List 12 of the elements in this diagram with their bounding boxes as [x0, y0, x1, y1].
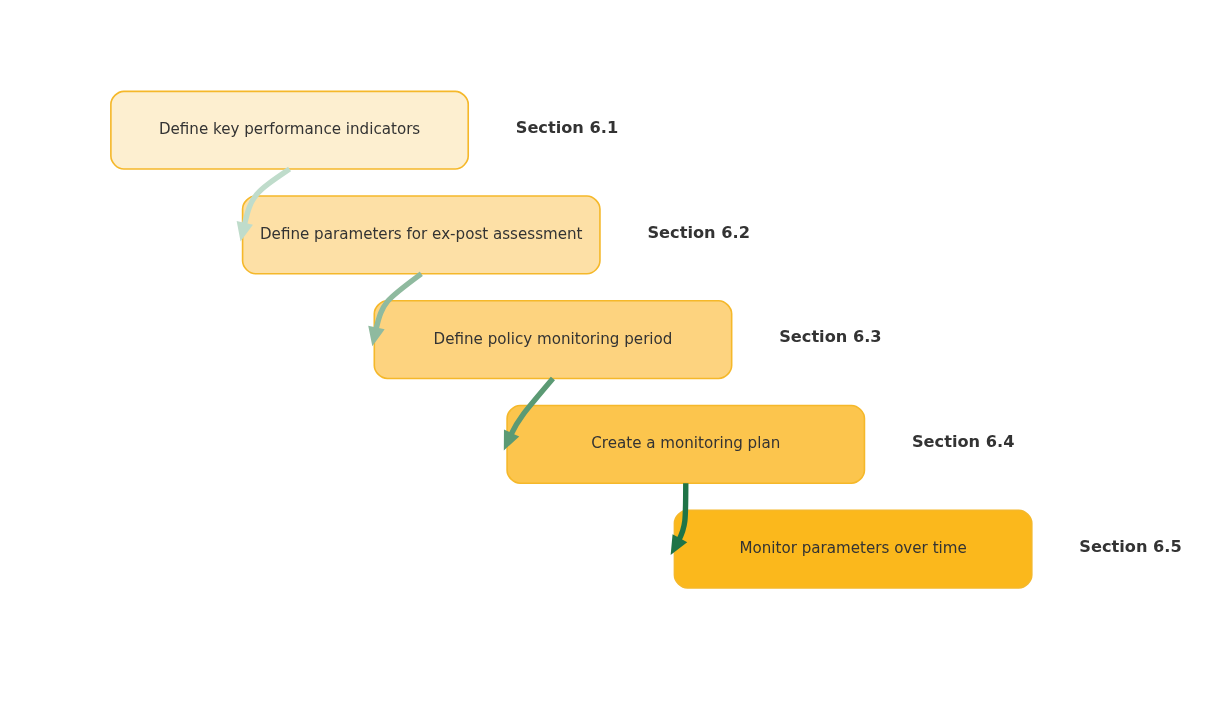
arrow [503, 376, 556, 451]
node-box: Create a monitoring plan [506, 404, 866, 484]
node-label: Section 6.4 [911, 432, 1015, 452]
arrow [236, 166, 292, 242]
node-box: Define parameters for ex-post assessment [241, 195, 601, 275]
node-label: Section 6.5 [1079, 536, 1182, 556]
node-box: Define key performance indicators [110, 90, 470, 170]
node-box: Define policy monitoring period [373, 299, 733, 380]
node-box: Monitor parameters over time [673, 509, 1033, 589]
node-label: Section 6.1 [515, 117, 619, 137]
node-label: Section 6.3 [779, 327, 882, 347]
node-label: Section 6.2 [647, 222, 750, 242]
